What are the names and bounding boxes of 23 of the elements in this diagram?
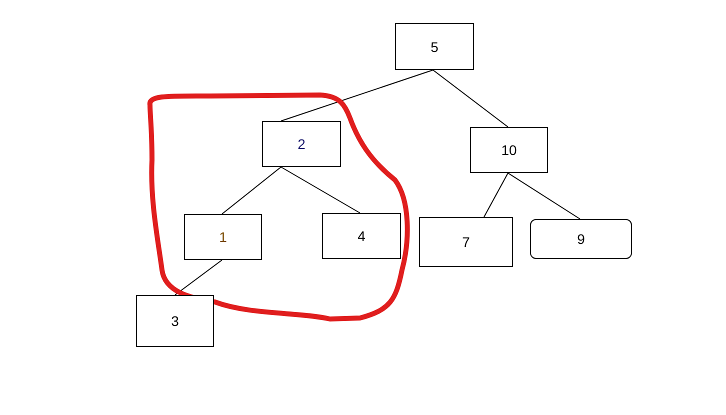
connector-line	[174, 260, 222, 296]
connector-line	[484, 172, 508, 218]
tree-node-box	[419, 217, 513, 267]
node-label: 10	[501, 142, 517, 158]
connector-line	[280, 70, 434, 122]
tree-node-box	[184, 214, 262, 260]
node-label: 7	[462, 234, 470, 250]
tree-node-box	[322, 213, 401, 259]
node-label: 5	[430, 38, 438, 54]
node-label: 9	[577, 231, 585, 247]
node-label: 1	[219, 229, 227, 245]
tree-node-box	[136, 295, 214, 347]
connector-line	[280, 166, 360, 214]
node-label: 4	[358, 228, 366, 244]
node-label: 2	[298, 136, 306, 152]
tree-node-box	[530, 219, 632, 259]
connector-line	[222, 166, 282, 214]
connector-line	[432, 70, 508, 128]
connector-line	[508, 172, 580, 220]
tree-node-box	[470, 127, 548, 173]
tree-node-box	[262, 121, 341, 167]
tree-node-box	[395, 23, 474, 70]
node-label: 3	[171, 313, 179, 329]
